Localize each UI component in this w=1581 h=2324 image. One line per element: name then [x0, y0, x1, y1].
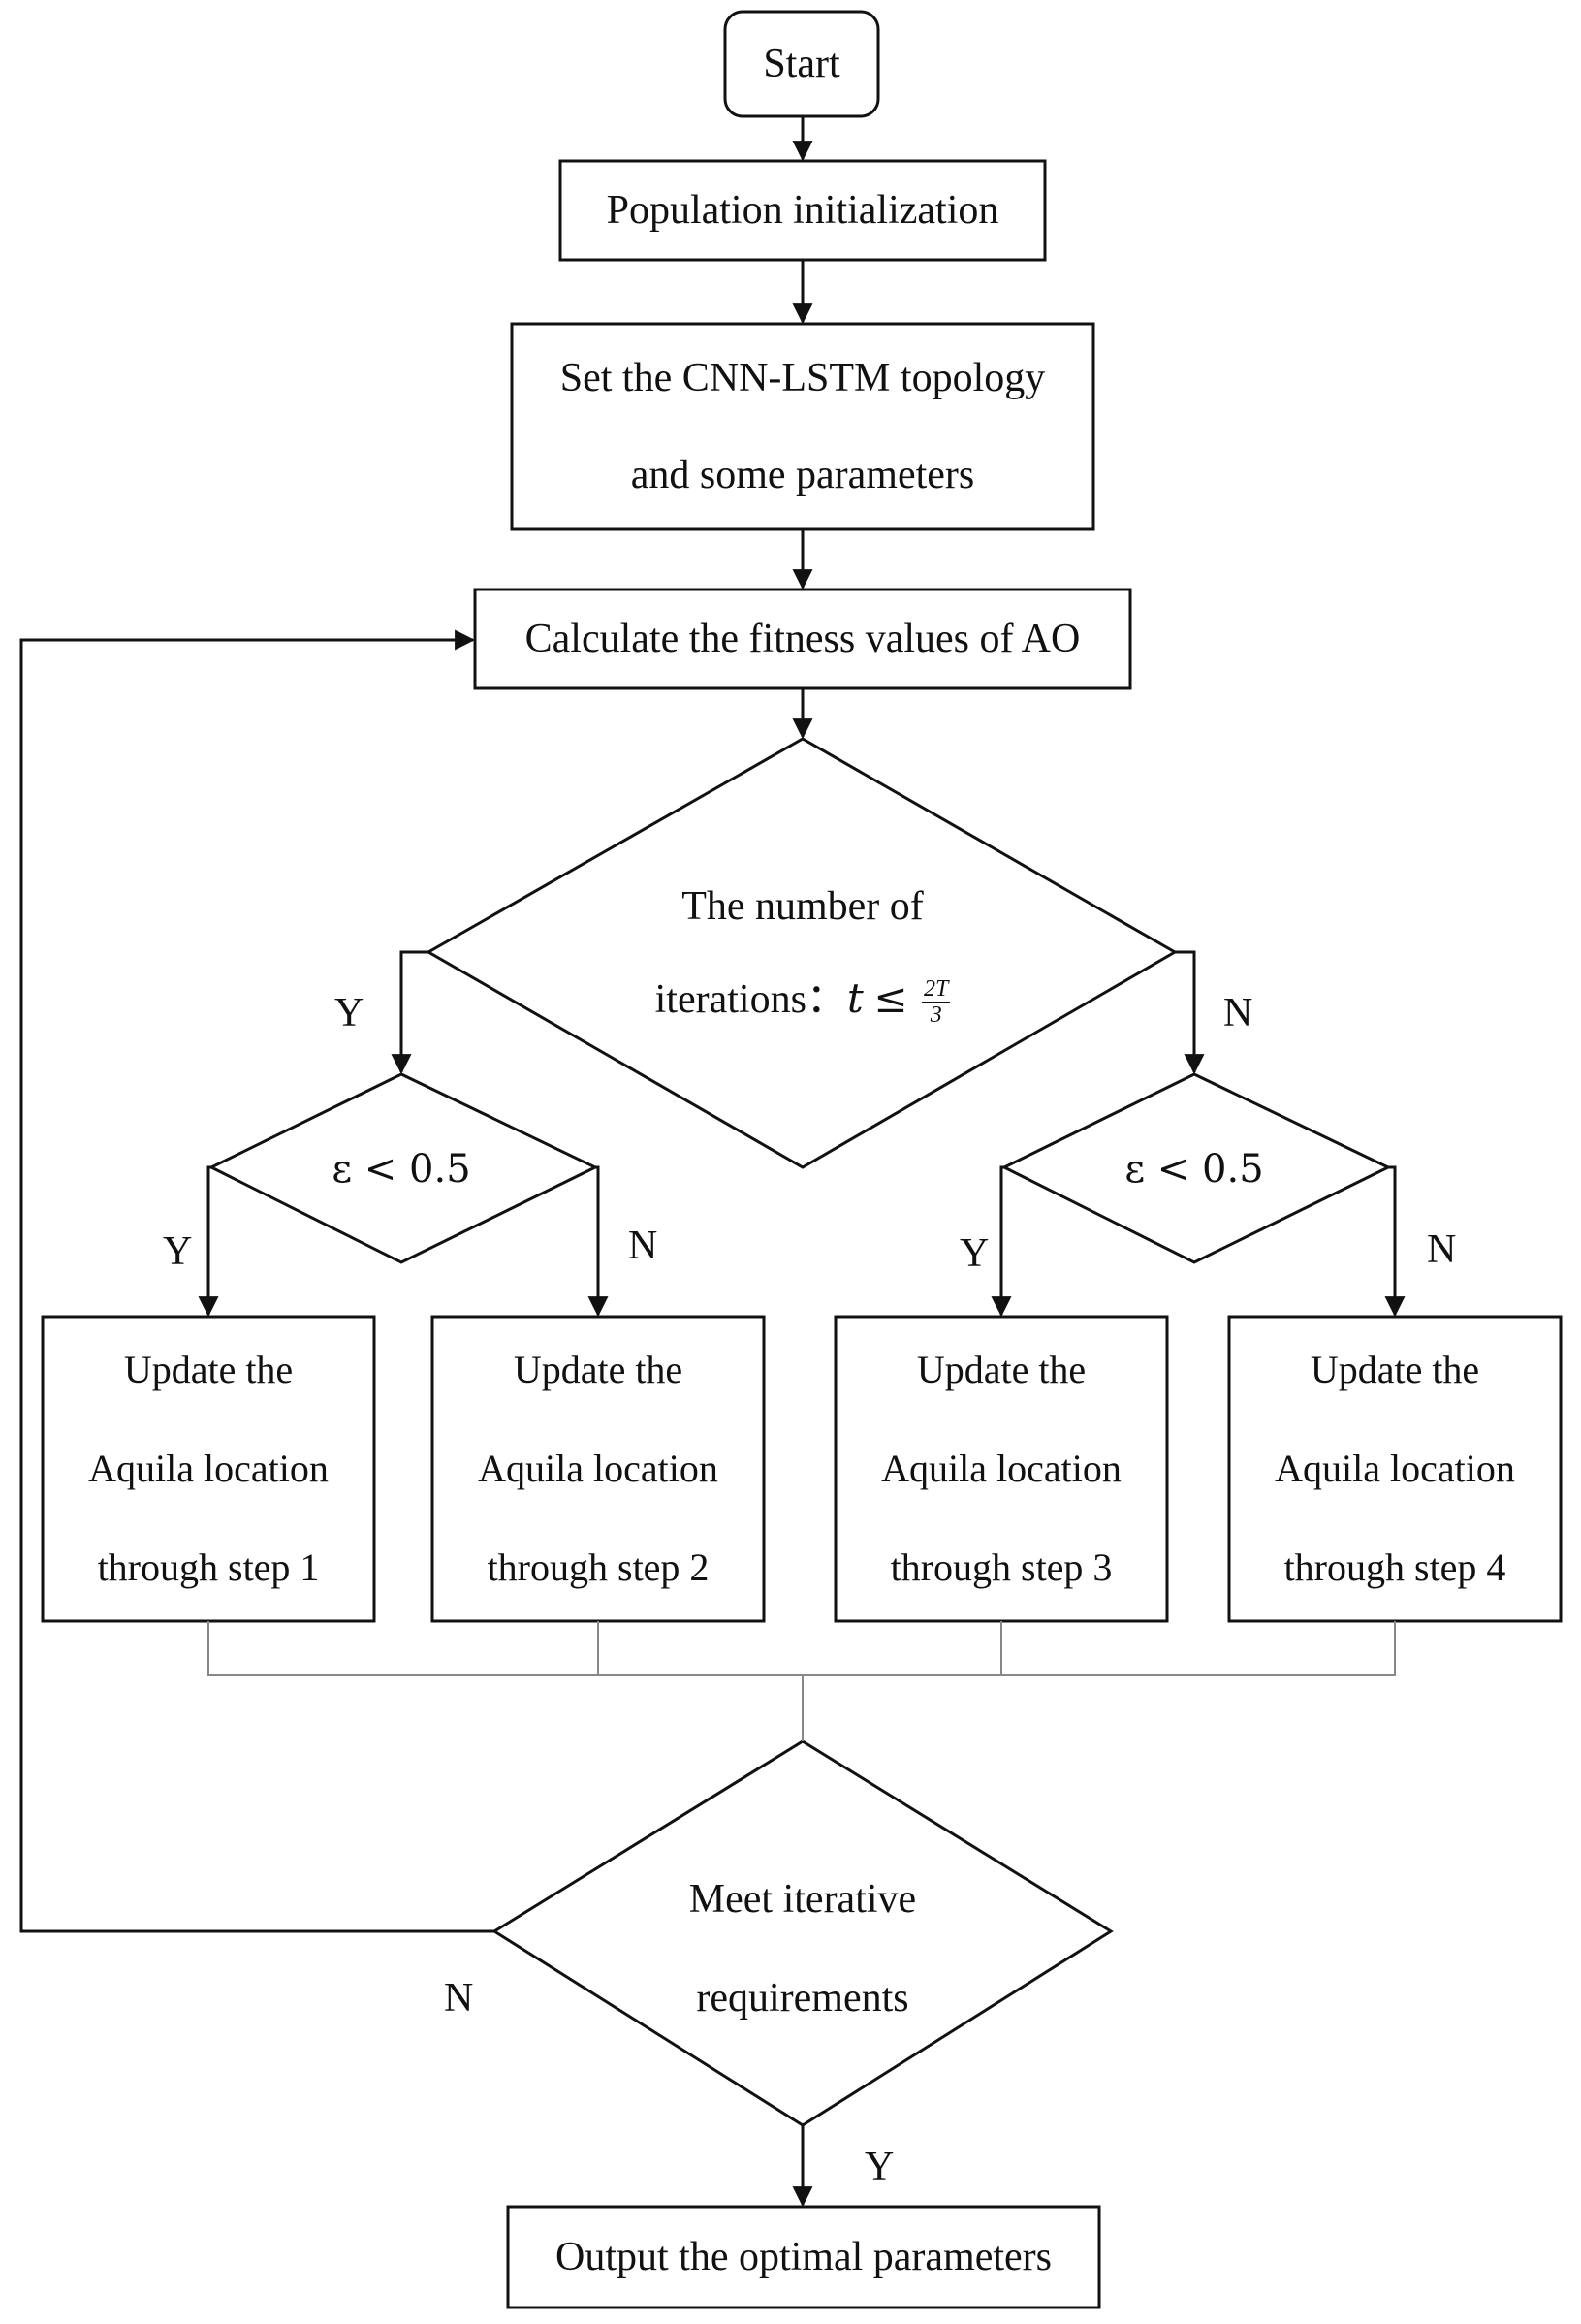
eps-left-decision	[207, 1072, 599, 1264]
iter-decision	[425, 737, 1179, 1169]
meet-line2: requirements	[696, 1976, 909, 2021]
iter-fraction-den: 3	[930, 1003, 942, 1029]
edge-iter-no	[1175, 950, 1205, 1075]
step4-label: Update the Aquila location through step …	[1275, 1348, 1515, 1589]
edge-eps-right-yes	[991, 1165, 1012, 1318]
merge-connector	[207, 1621, 1396, 1676]
step2-label: Update the Aquila location through step …	[478, 1348, 718, 1589]
step1-label: Update the Aquila location through step …	[88, 1348, 329, 1589]
iter-no-label: N	[1223, 991, 1253, 1035]
meet-yes-label: Y	[865, 2145, 895, 2189]
edge-iter-yes	[391, 950, 428, 1075]
eps-right-decision	[1000, 1072, 1392, 1264]
edge-eps-right-no	[1384, 1165, 1406, 1318]
iter-op: ≤	[873, 973, 908, 1022]
eps-right-yes-label: Y	[960, 1231, 990, 1276]
iter-fraction-num: 2T	[922, 976, 951, 1004]
iter-lhs: t	[846, 973, 864, 1022]
iter-line2: iterations：t ≤ 2T 3	[560, 973, 1045, 1029]
init-label: Population initialization	[606, 188, 999, 233]
edge-eps-left-yes	[198, 1165, 219, 1318]
edge-meet-no	[19, 629, 494, 1933]
edge-eps-left-no	[587, 1165, 609, 1318]
fitness-label: Calculate the fitness values of AO	[524, 617, 1081, 661]
eps-left-label: ε < 0.5	[332, 1147, 471, 1192]
iter-prefix: iterations：	[654, 976, 847, 1022]
eps-right-label: ε < 0.5	[1124, 1147, 1264, 1192]
iter-line1: The number of	[681, 884, 924, 929]
iter-yes-label: Y	[334, 991, 364, 1035]
setup-label: Set the CNN-LSTM topology and some param…	[559, 356, 1046, 497]
output-label: Output the optimal parameters	[554, 2235, 1053, 2279]
eps-left-no-label: N	[628, 1224, 658, 1268]
meet-no-label: N	[444, 1976, 474, 2021]
meet-decision	[491, 1739, 1114, 2127]
iter-fraction: 2T 3	[922, 976, 951, 1029]
meet-line1: Meet iterative	[688, 1877, 917, 1922]
step3-label: Update the Aquila location through step …	[881, 1348, 1122, 1589]
start-label: Start	[763, 42, 840, 86]
eps-left-yes-label: Y	[163, 1229, 193, 1274]
eps-right-no-label: N	[1427, 1227, 1457, 1272]
